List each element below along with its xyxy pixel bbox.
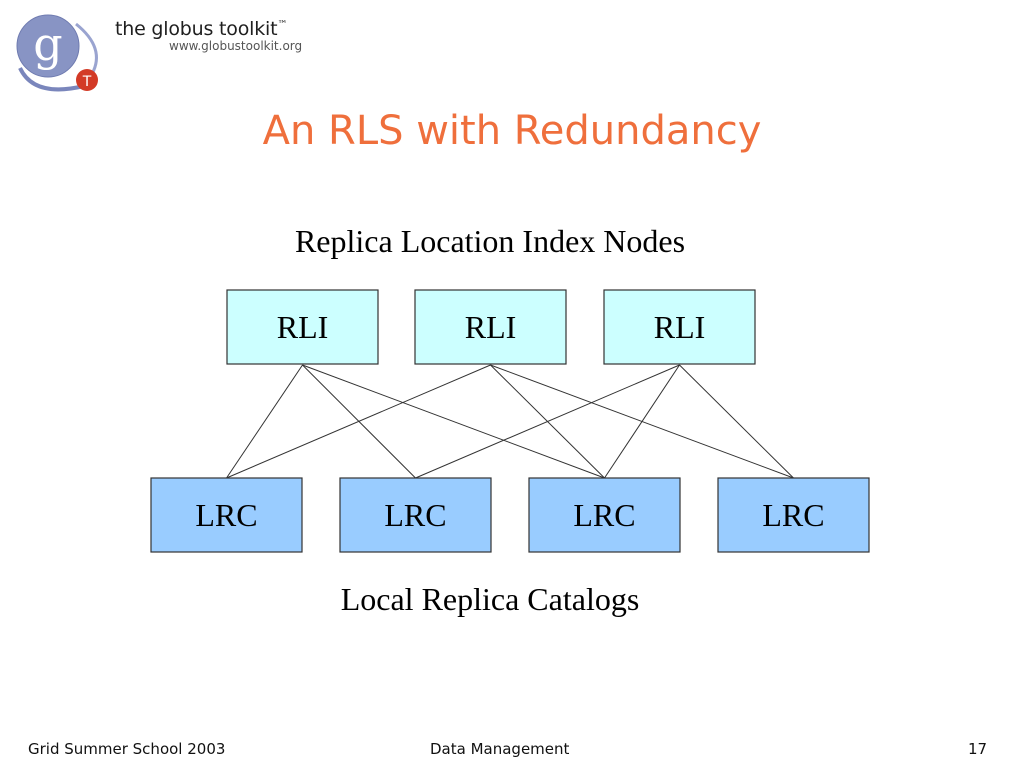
rli-node: RLI [414, 289, 567, 365]
bottom-label: Local Replica Catalogs [341, 581, 640, 617]
lrc-box [528, 477, 681, 553]
lrc-node: LRC [717, 477, 870, 553]
globus-g-icon: g T [16, 14, 98, 92]
globus-toolkit-logo: g T the globus toolkit™ www.globustoolki… [14, 8, 324, 98]
trademark-symbol: ™ [277, 19, 288, 31]
lrc-box [717, 477, 870, 553]
logo-letter-g: g [33, 17, 62, 71]
lrc-box [150, 477, 303, 553]
page-number: 17 [968, 740, 988, 758]
connection-line [679, 364, 794, 479]
connection-lines [226, 364, 794, 479]
lrc-label: LRC [384, 497, 446, 533]
connection-line [226, 364, 491, 479]
logo-brand-text: the globus toolkit™ [115, 18, 288, 40]
lrc-label: LRC [573, 497, 635, 533]
top-label: Replica Location Index Nodes [295, 223, 685, 259]
connection-line [302, 364, 605, 479]
rli-box [603, 289, 756, 365]
footer-center: Data Management [430, 740, 570, 758]
footer-left: Grid Summer School 2003 [28, 740, 226, 758]
connection-line [604, 364, 680, 479]
logo-url: www.globustoolkit.org [169, 39, 303, 53]
connection-line [226, 364, 303, 479]
rli-box [226, 289, 379, 365]
rli-node: RLI [603, 289, 756, 365]
lrc-label: LRC [762, 497, 824, 533]
lrc-node: LRC [339, 477, 492, 553]
lrc-node: LRC [528, 477, 681, 553]
rli-box [414, 289, 567, 365]
rli-label: RLI [654, 309, 706, 345]
rli-label: RLI [465, 309, 517, 345]
lrc-label: LRC [195, 497, 257, 533]
lrc-box [339, 477, 492, 553]
logo-letter-t: T [82, 74, 92, 90]
rli-node: RLI [226, 289, 379, 365]
lrc-node: LRC [150, 477, 303, 553]
rli-label: RLI [277, 309, 329, 345]
connection-line [415, 364, 680, 479]
slide-title: An RLS with Redundancy [262, 108, 762, 154]
